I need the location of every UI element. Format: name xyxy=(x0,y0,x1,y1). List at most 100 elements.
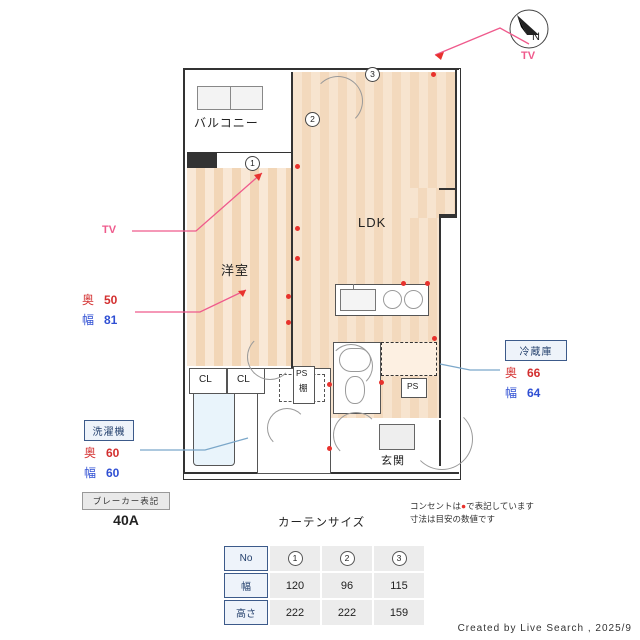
wall-right-upper xyxy=(455,68,458,190)
curtain-col-2: 2 xyxy=(322,546,372,571)
outlet-dot xyxy=(295,226,300,231)
outlet-dot xyxy=(327,382,332,387)
outlet-dot xyxy=(295,256,300,261)
curtain-size-table: No 1 2 3 幅 120 96 115 高さ 222 222 159 xyxy=(222,544,426,627)
wall-right-step-side xyxy=(455,188,458,216)
note-line-1: コンセントは●で表記しています xyxy=(410,500,534,513)
note-outlet-mark: ● xyxy=(461,501,467,511)
legend-note: コンセントは●で表記しています 寸法は目安の数値です xyxy=(410,500,534,526)
washing-machine-title: 洗濯機 xyxy=(84,420,134,441)
wall-top xyxy=(183,68,459,71)
table-row-header: No 1 2 3 xyxy=(224,546,424,571)
door-swing-hall xyxy=(333,412,379,458)
balcony-rail-split xyxy=(197,86,231,110)
curtain-depth-value: 50 xyxy=(104,293,118,307)
label-closet-right: CL xyxy=(237,374,250,385)
door-swing-bath xyxy=(329,344,373,388)
window-marker-2: 2 xyxy=(305,112,320,127)
curtain-width-value: 81 xyxy=(104,313,118,327)
curtain-col-2-circle: 2 xyxy=(339,551,355,566)
curtain-height-3: 159 xyxy=(374,600,424,625)
breaker-value: 40A xyxy=(113,512,139,528)
curtain-height-1: 222 xyxy=(270,600,320,625)
stove-burner-1 xyxy=(383,290,402,309)
curtain-col-1: 1 xyxy=(270,546,320,571)
label-balcony: バルコニー xyxy=(194,116,259,130)
curtain-header-width: 幅 xyxy=(224,573,268,598)
kitchen-faucet xyxy=(353,284,354,290)
refrigerator-space xyxy=(381,342,437,376)
curtain-header-height: 高さ xyxy=(224,600,268,625)
curtain-table-title: カーテンサイズ xyxy=(278,517,366,529)
label-ps-upper: PS xyxy=(296,368,308,378)
curtain-header-no: No xyxy=(224,546,268,571)
tv-label-top: TV xyxy=(521,50,536,62)
curtain-width-3: 115 xyxy=(374,573,424,598)
room-balcony xyxy=(187,72,292,153)
ps-lower-box xyxy=(401,378,427,398)
curtain-col-3-circle: 3 xyxy=(391,551,407,566)
label-ldk: LDK xyxy=(358,215,387,230)
label-closet-left: CL xyxy=(199,374,212,385)
compass-north-label: N xyxy=(532,31,540,43)
note-line-1-after: で表記しています xyxy=(466,501,534,511)
window-marker-1: 1 xyxy=(245,156,260,171)
refrigerator-depth-key: 奥 xyxy=(505,366,518,380)
wall-right-step-top xyxy=(439,188,457,191)
curtain-width-1: 120 xyxy=(270,573,320,598)
entrance-door-panel xyxy=(439,420,441,466)
washer-width-value: 60 xyxy=(106,466,120,480)
room-ldk-notch xyxy=(409,188,455,218)
door-swing-western xyxy=(247,334,293,380)
table-row-width: 幅 120 96 115 xyxy=(224,573,424,598)
curtain-width-2: 96 xyxy=(322,573,372,598)
floor-plan: バルコニー LDK 洋室 玄関 CL CL PS 棚 xyxy=(183,67,473,480)
label-entrance: 玄関 xyxy=(381,455,405,467)
washer-depth-key: 奥 xyxy=(84,446,97,460)
measure-box-curtain-window-1: 奥 50 幅 81 xyxy=(82,288,117,328)
ps-upper-box xyxy=(293,366,315,404)
entrance-step xyxy=(379,424,415,450)
door-swing-top xyxy=(313,76,363,126)
outlet-dot xyxy=(286,320,291,325)
outlet-dot xyxy=(379,380,384,385)
curtain-col-3: 3 xyxy=(374,546,424,571)
wall-right-step-bottom xyxy=(439,214,457,217)
entrance-door-swing xyxy=(411,408,473,470)
refrigerator-depth-value: 66 xyxy=(527,366,541,380)
refrigerator-width-key: 幅 xyxy=(505,386,518,400)
kitchen-sink xyxy=(340,289,376,311)
note-line-1-before: コンセントは xyxy=(410,501,462,511)
wall-center xyxy=(291,72,294,472)
curtain-col-1-circle: 1 xyxy=(287,551,303,566)
balcony-step xyxy=(187,152,217,168)
outlet-dot xyxy=(431,72,436,77)
label-western-room: 洋室 xyxy=(221,263,250,278)
measure-box-refrigerator: 冷蔵庫 奥 66 幅 64 xyxy=(505,340,567,401)
refrigerator-title: 冷蔵庫 xyxy=(505,340,567,361)
washroom-door-swing xyxy=(267,408,307,448)
wall-left xyxy=(183,68,186,474)
washer-width-key: 幅 xyxy=(84,466,97,480)
breaker-title: ブレーカー表記 xyxy=(82,492,170,510)
curtain-depth-key: 奥 xyxy=(82,293,95,307)
compass: N xyxy=(505,5,553,53)
table-row-height: 高さ 222 222 159 xyxy=(224,600,424,625)
refrigerator-width-value: 64 xyxy=(527,386,541,400)
breaker-box: ブレーカー表記 40A xyxy=(82,492,170,528)
outlet-dot xyxy=(432,336,437,341)
outlet-dot xyxy=(401,281,406,286)
closet-right-box xyxy=(227,368,265,394)
tv-label-left: TV xyxy=(102,224,117,236)
wall-right-lower-top xyxy=(439,216,457,219)
outlet-dot xyxy=(286,294,291,299)
note-line-2: 寸法は目安の数値です xyxy=(410,513,496,524)
footer-credit: Created by Live Search , 2025/9 xyxy=(457,623,632,634)
outlet-dot xyxy=(425,281,430,286)
window-marker-3: 3 xyxy=(365,67,380,82)
label-shelf: 棚 xyxy=(299,383,308,393)
curtain-width-key: 幅 xyxy=(82,313,95,327)
outlet-dot xyxy=(327,446,332,451)
wall-right-lower xyxy=(439,216,442,474)
